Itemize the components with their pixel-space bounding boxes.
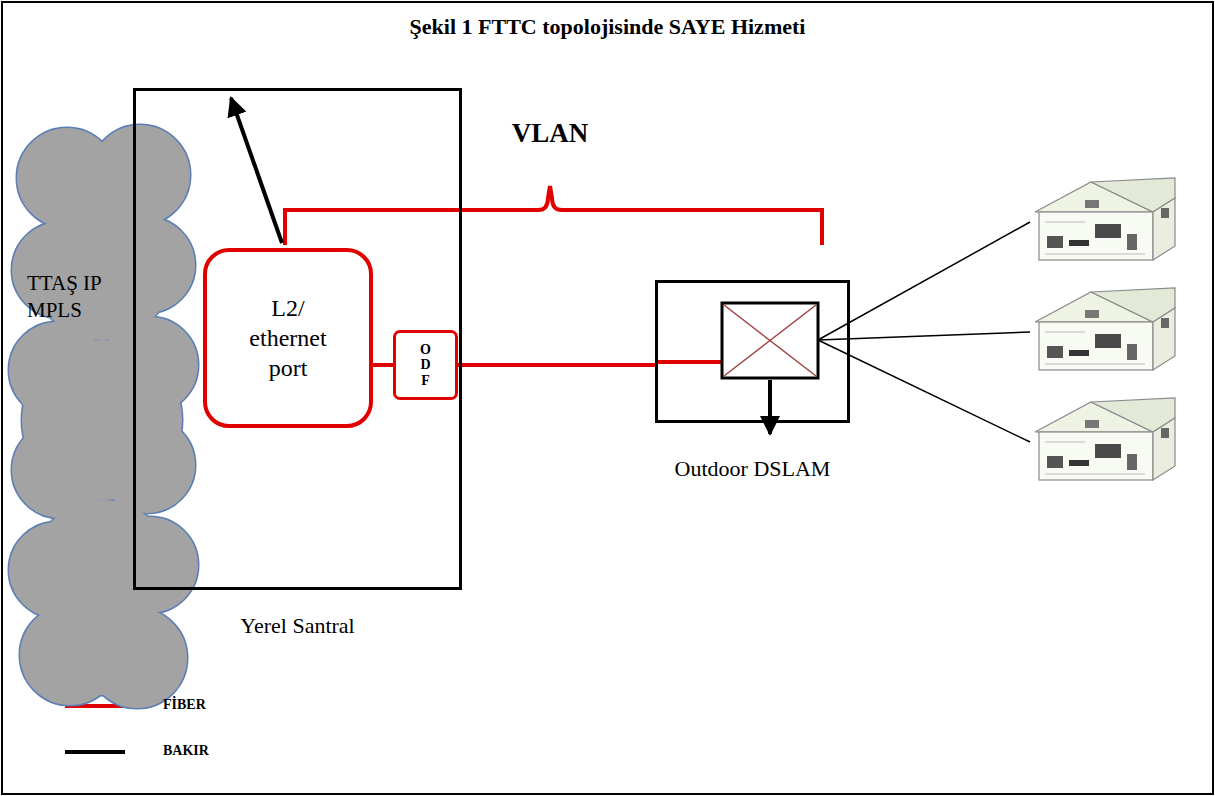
box-label: L2/ ethernet port <box>238 293 338 383</box>
box-caption: Yerel Santral <box>96 613 499 639</box>
dslam-card <box>722 303 818 378</box>
fiber-feed <box>656 360 722 364</box>
cloud-shape <box>5 120 200 715</box>
dslam-box: Outdoor DSLAM <box>655 280 850 423</box>
odf-box: ODF <box>393 330 458 400</box>
house <box>1035 398 1175 480</box>
network-cloud: TTAŞ IP MPLS <box>5 120 200 715</box>
house <box>1035 178 1175 260</box>
legend-copper-line <box>65 750 125 754</box>
port-box: L2/ ethernet port <box>203 248 373 428</box>
fiber-connector <box>458 363 655 367</box>
legend-text: BAKIR <box>163 743 209 759</box>
dslam-cross <box>724 305 816 376</box>
exchange-box: Yerel SantralL2/ ethernet portODF <box>133 88 462 590</box>
dslam-arrow <box>768 380 772 434</box>
dslam-cross <box>724 305 816 376</box>
box-label: ODF <box>419 342 433 388</box>
vlan-label: VLAN <box>500 118 600 149</box>
cloud-label: TTAŞ IP MPLS <box>27 270 127 325</box>
box-caption: Outdoor DSLAM <box>618 456 887 482</box>
fiber-connector <box>373 363 393 367</box>
house <box>1035 288 1175 370</box>
vlan-bracket <box>285 186 822 245</box>
uplink-arrow <box>231 98 282 243</box>
legend-text: FİBER <box>163 697 206 713</box>
diagram-title: Şekil 1 FTTC topolojisinde SAYE Hizmeti <box>0 14 1215 40</box>
